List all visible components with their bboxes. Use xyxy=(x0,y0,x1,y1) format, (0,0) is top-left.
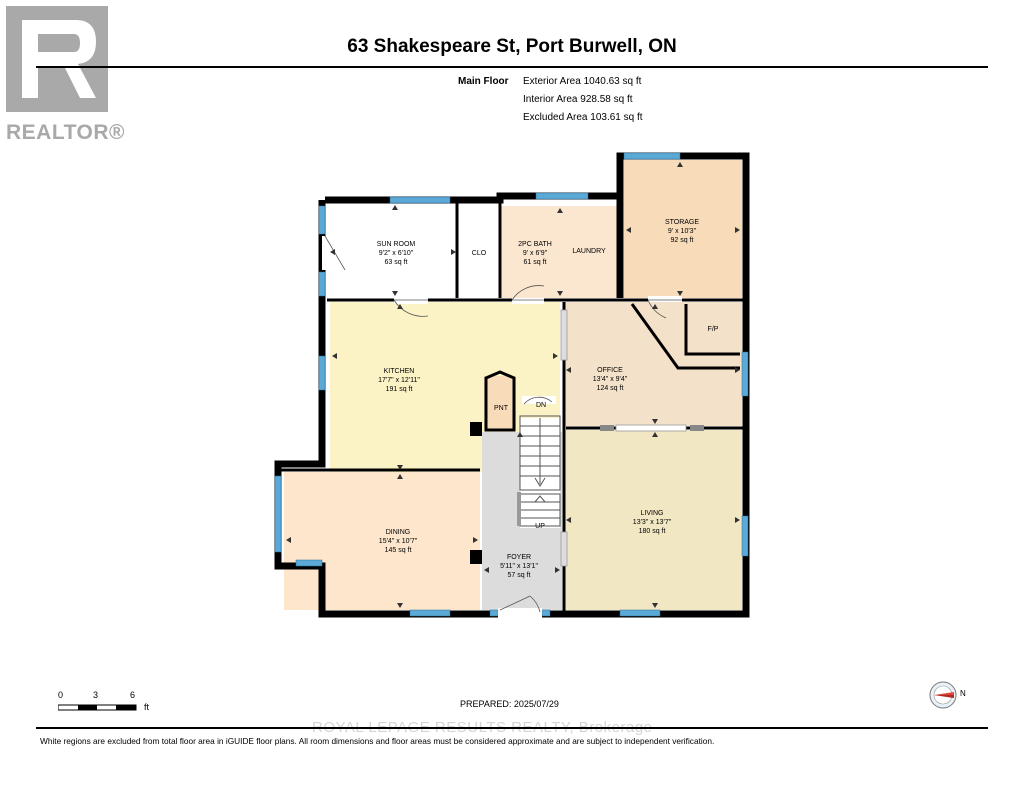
doors xyxy=(322,235,704,620)
room-label-clo: CLO xyxy=(472,249,486,258)
realtor-logo: REALTOR® xyxy=(6,6,125,144)
room-label-dn: DN xyxy=(536,401,546,410)
room-label-dining: DINING 15'4" x 10'7" 145 sq ft xyxy=(379,528,417,555)
room-area: 191 sq ft xyxy=(385,386,413,393)
room-label-pnt: PNT xyxy=(494,404,508,413)
sun-room-fill xyxy=(330,206,456,298)
room-name: F/P xyxy=(707,326,719,333)
room-label-office: OFFICE 13'4" x 9'4" 124 sq ft xyxy=(593,366,628,393)
floor-label: Main Floor xyxy=(458,76,509,87)
dining-fill xyxy=(284,472,480,610)
room-name: DN xyxy=(535,402,547,409)
room-dims: 13'4" x 9'4" xyxy=(592,376,628,383)
storage-fill xyxy=(624,160,742,298)
room-name: LAUNDRY xyxy=(572,248,606,255)
room-label-fp: F/P xyxy=(708,325,719,334)
room-area: 145 sq ft xyxy=(384,547,412,554)
excluded-area: Excluded Area 103.61 sq ft xyxy=(523,112,643,123)
realtor-r-icon xyxy=(6,6,108,112)
room-dims: 17'7" x 12'11" xyxy=(378,377,420,384)
room-name: PNT xyxy=(494,405,508,412)
room-dims: 9' x 10'3" xyxy=(667,228,697,235)
title-divider xyxy=(36,66,988,68)
living-fill xyxy=(563,430,742,610)
room-area: 61 sq ft xyxy=(523,259,547,266)
pantry-fill xyxy=(484,376,516,430)
room-label-up: UP xyxy=(535,522,545,531)
room-name: STORAGE xyxy=(664,219,700,226)
room-name: LIVING xyxy=(640,510,664,517)
compass: N xyxy=(928,680,968,710)
room-label-sun-room: SUN ROOM 9'2" x 6'10" 63 sq ft xyxy=(377,240,416,267)
scale-tick-0: 0 xyxy=(58,690,64,700)
compass-icon xyxy=(929,681,957,709)
dimension-markers xyxy=(286,162,740,608)
fireplace-fill xyxy=(686,302,740,354)
room-name: DINING xyxy=(385,529,411,536)
page-title: 63 Shakespeare St, Port Burwell, ON xyxy=(347,36,677,57)
room-name: OFFICE xyxy=(597,367,623,374)
exterior-area: Exterior Area 1040.63 sq ft xyxy=(523,76,642,87)
stair-rail xyxy=(517,492,521,526)
realtor-logo-mark xyxy=(6,6,108,112)
compass-north-label: N xyxy=(960,689,966,698)
room-name: FOYER xyxy=(506,554,532,561)
room-area: 57 sq ft xyxy=(507,572,531,579)
stairs xyxy=(519,415,561,527)
foyer-post xyxy=(470,550,482,564)
room-area: 63 sq ft xyxy=(384,259,408,266)
room-label-living: LIVING 13'3" x 13'7" 180 sq ft xyxy=(633,509,671,536)
scale-bar-graphic xyxy=(58,704,137,711)
room-label-foyer: FOYER 5'11" x 13'1" 57 sq ft xyxy=(500,553,538,580)
interior-area: Interior Area 928.58 sq ft xyxy=(523,94,633,105)
scale-unit: ft xyxy=(144,702,150,712)
room-label-bath: 2PC BATH 9' x 6'9" 61 sq ft xyxy=(518,240,552,267)
realtor-logo-text: REALTOR® xyxy=(6,121,126,144)
room-name: SUN ROOM xyxy=(376,241,416,248)
room-area: 124 sq ft xyxy=(596,385,624,392)
windows xyxy=(274,152,749,617)
room-label-kitchen: KITCHEN 17'7" x 12'11" 191 sq ft xyxy=(378,367,420,394)
room-name: UP xyxy=(535,523,545,530)
footer-disclaimer: White regions are excluded from total fl… xyxy=(40,736,715,746)
room-label-laundry: LAUNDRY xyxy=(572,247,605,256)
room-dims: 9' x 6'9" xyxy=(522,250,548,257)
room-dims: 13'3" x 13'7" xyxy=(632,519,672,526)
prepared-date: PREPARED: 2025/07/29 xyxy=(460,699,559,709)
room-dims: 15'4" x 10'7" xyxy=(378,538,418,545)
clo-fill xyxy=(459,206,500,298)
room-name: CLO xyxy=(471,250,487,257)
room-area: 92 sq ft xyxy=(670,237,694,244)
room-name: 2PC BATH xyxy=(518,241,552,248)
room-area: 180 sq ft xyxy=(638,528,666,535)
room-dims: 9'2" x 6'10" xyxy=(378,250,414,257)
room-label-storage: STORAGE 9' x 10'3" 92 sq ft xyxy=(665,218,699,245)
bath-fill xyxy=(502,206,620,298)
room-dims: 5'11" x 13'1" xyxy=(500,563,538,570)
scale-tick-6: 6 xyxy=(130,690,136,700)
kitchen-post xyxy=(470,422,482,436)
footer-divider xyxy=(36,727,988,729)
scale-tick-3: 3 xyxy=(93,690,99,700)
scale-bar: 0 3 6 ft xyxy=(58,690,158,714)
room-name: KITCHEN xyxy=(383,368,415,375)
